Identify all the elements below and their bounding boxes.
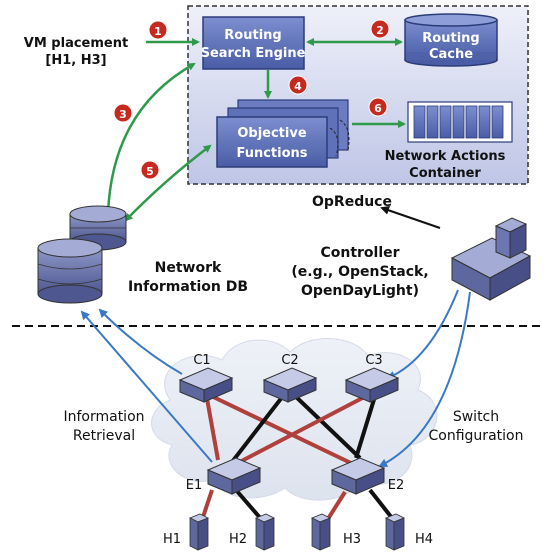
switch-c2-label: C2 [281,353,298,368]
arrow-controller-to-e2 [378,291,471,467]
link-c3-e1 [231,391,373,468]
link-c1-e1 [204,392,220,461]
network-actions-label-2: Container [409,166,481,181]
svg-text:3: 3 [119,108,127,121]
routing-cache-label-1: Routing [422,31,479,46]
host-h4-label: H4 [415,532,433,547]
svg-text:5: 5 [146,165,154,178]
link-e1-h2 [234,488,264,522]
switch-e2-label: E2 [388,478,405,493]
step-badge-5: 5 [140,160,160,180]
link-e2-h4 [368,488,394,520]
arrow-c1-to-db [98,308,183,375]
controller-workstation-icon [450,217,532,301]
link-c2-e1 [230,394,285,464]
opreduce-label: OpReduce [312,194,392,210]
switch-e2-icon [330,457,386,495]
network-db-label-2: Information DB [128,279,248,295]
step-badge-4: 4 [288,75,308,95]
arrow-controller-opreduce [380,206,441,229]
switch-c2-icon [262,367,318,403]
objective-functions-label-2: Functions [236,146,307,161]
network-db-icon [37,205,127,304]
routing-cache-cylinder: Routing Cache [404,13,498,67]
switch-config-label-2: Configuration [429,428,524,444]
svg-text:2: 2 [376,24,384,37]
link-e2-h3 [324,490,347,524]
switch-e1-icon [206,457,262,495]
network-actions-container: Network Actions Container [385,101,513,181]
routing-search-engine-box: Routing Search Engine [201,16,306,70]
objective-functions-stack: Objective Functions [216,99,350,168]
network-db-label-1: Network [155,260,222,276]
switch-e1-label: E1 [186,478,203,493]
arrow-db-engine [104,62,196,216]
vm-placement-label-2: [H1, H3] [45,53,106,68]
info-retrieval-label-1: Information [63,409,144,425]
host-h2-icon [255,513,275,551]
switch-c3-label: C3 [365,353,382,368]
network-actions-label-1: Network Actions [385,149,506,164]
host-h3-icon [311,513,331,551]
arrow-db-objective [124,144,212,222]
controller-label-1: Controller [320,245,399,261]
svg-text:1: 1 [154,25,162,38]
arrow-e1-to-db-a [80,310,213,463]
svg-text:6: 6 [374,102,382,115]
step-badge-3: 3 [113,103,133,123]
step-badge-6: 6 [368,97,388,117]
step-badge-2: 2 [370,19,390,39]
switch-c1-icon [178,367,234,403]
arrow-controller-to-c3 [386,289,459,380]
switch-c3-icon [344,367,400,403]
host-h4-icon [385,513,405,551]
host-h3-label: H3 [343,532,361,547]
objective-functions-label-1: Objective [237,126,306,141]
info-retrieval-label-2: Retrieval [73,428,135,444]
host-h1-icon [189,513,209,551]
switch-c1-label: C1 [193,353,210,368]
svg-text:4: 4 [294,80,302,93]
step-badge-1: 1 [148,20,168,40]
link-c1-e2 [204,391,356,467]
host-h1-label: H1 [163,532,181,547]
controller-label-2: (e.g., OpenStack, [291,264,428,280]
routing-search-engine-label-2: Search Engine [201,46,306,61]
host-h2-label: H2 [229,532,247,547]
controller-label-3: OpenDayLight) [301,283,419,299]
vm-placement-label-1: VM placement [24,36,128,51]
link-c2-e2 [290,391,362,460]
link-c3-e2 [354,392,378,459]
routing-search-engine-label-1: Routing [224,28,281,43]
routing-cache-label-2: Cache [429,47,473,62]
switch-config-label-1: Switch [453,409,499,425]
